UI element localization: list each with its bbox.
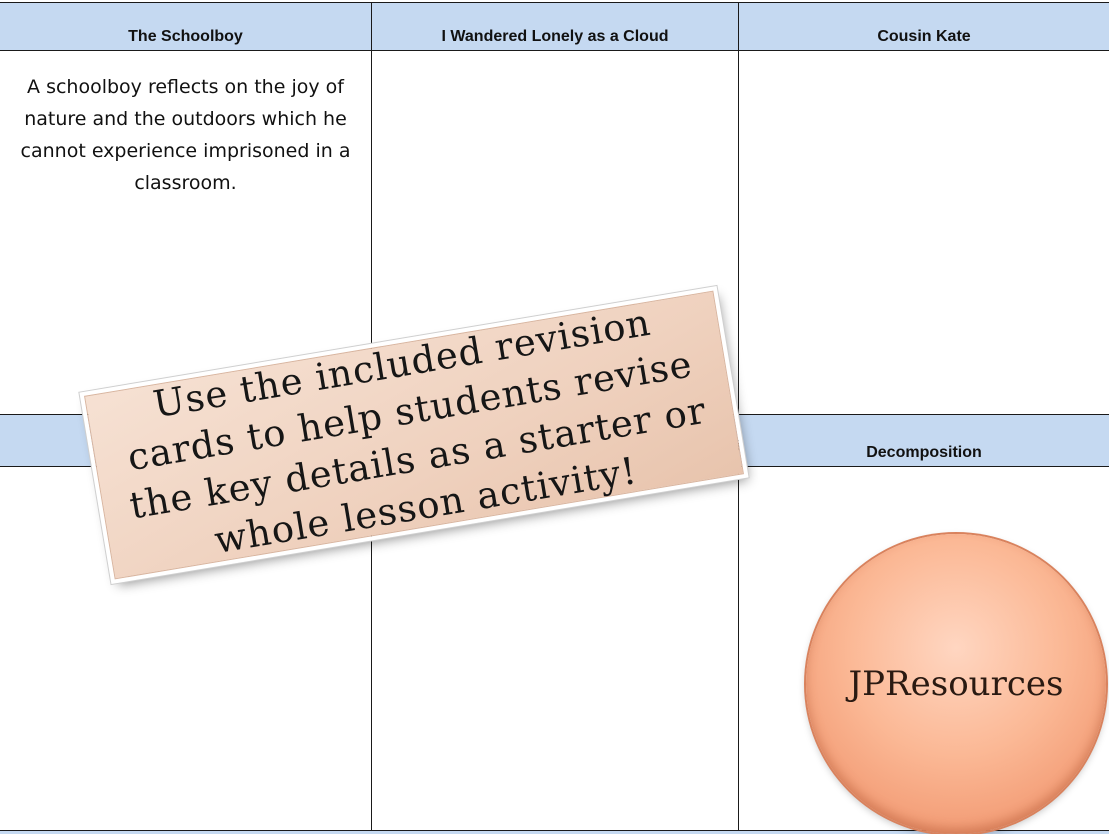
- next-row-header-strip: [0, 830, 1109, 834]
- summary-text: A schoolboy reflects on the joy of natur…: [20, 76, 351, 194]
- logo-text: JPResources: [848, 664, 1064, 704]
- header-cell-cousin-kate: Cousin Kate: [738, 2, 1109, 51]
- header-cell-decomposition: Decomposition: [738, 414, 1109, 467]
- header-label: The Schoolboy: [128, 28, 243, 45]
- jpresources-logo: JPResources: [806, 534, 1106, 834]
- summary-cell-the-schoolboy: A schoolboy reflects on the joy of natur…: [0, 50, 372, 415]
- summary-cell-cousin-kate: [738, 50, 1109, 415]
- header-label: I Wandered Lonely as a Cloud: [441, 28, 669, 45]
- header-cell-i-wandered: I Wandered Lonely as a Cloud: [371, 2, 739, 51]
- summary-cell-row2-col2: [371, 466, 739, 831]
- header-label: Decomposition: [866, 444, 982, 461]
- header-label: Cousin Kate: [877, 28, 971, 45]
- header-cell-the-schoolboy: The Schoolboy: [0, 2, 372, 51]
